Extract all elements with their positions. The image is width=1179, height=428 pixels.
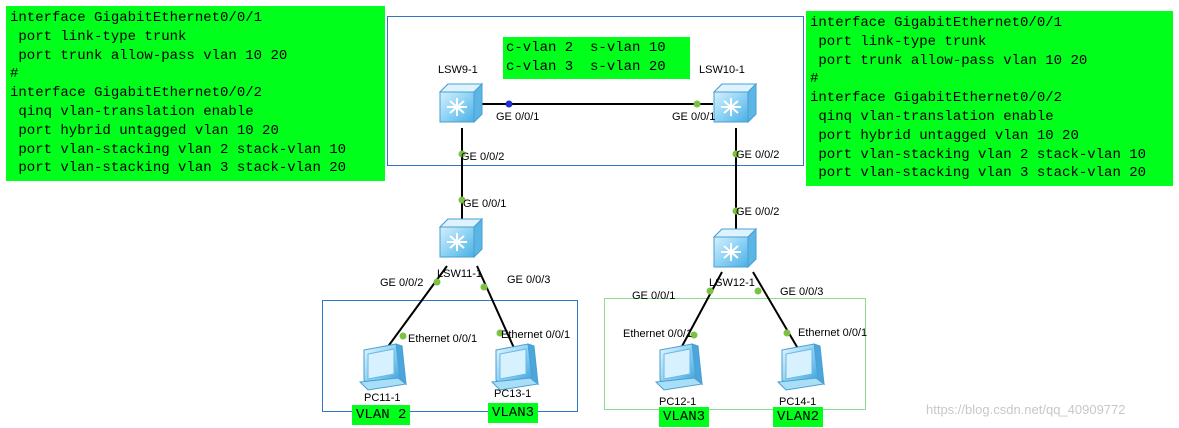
port-dots — [399, 100, 791, 340]
pc14-label: PC14-1 — [779, 396, 817, 408]
pc11-label: PC11-1 — [364, 392, 401, 404]
lsw11-label: LSW11-1 — [437, 268, 483, 280]
port-dot-lsw12-ge003 — [754, 287, 762, 295]
lsw9-label: LSW9-1 — [438, 64, 478, 76]
port-label-lsw9-ge001: GE 0/0/1 — [496, 111, 540, 123]
link-lsw11-pc13 — [476, 265, 515, 349]
port-dot-pc11-eth — [399, 332, 407, 340]
lsw10-label: LSW10-1 — [699, 64, 745, 76]
port-dot-pc12-eth — [690, 331, 698, 339]
vlan-mapping-note: c-vlan 2 s-vlan 10 c-vlan 3 s-vlan 20 — [503, 37, 690, 79]
switch-lsw12-icon — [713, 228, 757, 268]
port-label-pc14-eth: Ethernet 0/0/1 — [798, 327, 868, 339]
port-label-lsw10-ge002: GE 0/0/2 — [736, 149, 780, 161]
pc13-label: PC13-1 — [494, 388, 532, 400]
links — [383, 103, 801, 353]
pc12-icon — [655, 343, 703, 391]
switch-lsw10-icon — [713, 83, 757, 123]
switch-lsw11-icon — [439, 218, 483, 258]
port-label-lsw9-ge002: GE 0/0/2 — [461, 151, 505, 163]
config-block-left: interface GigabitEthernet0/0/1 port link… — [6, 6, 385, 182]
watermark-text: https://blog.csdn.net/qq_40909772 — [926, 402, 1126, 417]
port-label-pc13-eth: Ethernet 0/0/1 — [501, 329, 571, 341]
port-dot-lsw9-ge001 — [505, 100, 513, 108]
pc11-icon — [359, 343, 407, 391]
vlan-tag-pc12: VLAN3 — [659, 407, 710, 427]
switch-lsw9-icon — [439, 83, 483, 123]
config-block-right: interface GigabitEthernet0/0/1 port link… — [806, 11, 1173, 187]
port-dot-lsw12-ge002 — [732, 207, 740, 215]
vlan-tag-pc14: VLAN2 — [773, 407, 824, 427]
link-lsw12-pc14 — [752, 271, 801, 353]
pc14-icon — [777, 343, 825, 391]
port-label-pc11-eth: Ethernet 0/0/1 — [408, 333, 478, 345]
port-dot-lsw11-ge003 — [480, 283, 488, 291]
vlan-tag-pc13: VLAN3 — [488, 403, 539, 423]
port-dot-lsw10-ge001 — [693, 100, 701, 108]
site-a-group-box — [322, 300, 578, 412]
site-b-group-box — [604, 298, 866, 410]
port-dot-pc13-eth — [496, 329, 504, 337]
port-dot-lsw11-ge001 — [458, 196, 466, 204]
port-label-lsw12-ge002: GE 0/0/2 — [736, 206, 780, 218]
link-lsw12-pc12 — [679, 271, 723, 351]
port-label-lsw12-ge003: GE 0/0/3 — [780, 286, 824, 298]
port-label-pc12-eth: Ethernet 0/0/1 — [623, 328, 693, 340]
lsw12-label: LSW12-1 — [709, 277, 755, 289]
port-label-lsw11-ge002: GE 0/0/2 — [380, 277, 424, 289]
vlan-tag-pc11: VLAN 2 — [352, 405, 411, 425]
port-label-lsw10-ge001: GE 0/0/1 — [672, 111, 716, 123]
core-group-box — [387, 16, 804, 166]
port-dot-pc14-eth — [783, 329, 791, 337]
port-dot-lsw10-ge002 — [732, 150, 740, 158]
pc12-label: PC12-1 — [659, 396, 697, 408]
port-label-lsw11-ge001: GE 0/0/1 — [463, 198, 507, 210]
port-label-lsw12-ge001: GE 0/0/1 — [632, 290, 676, 302]
pc13-icon — [491, 343, 539, 391]
port-dot-lsw11-ge002 — [433, 278, 441, 286]
port-dot-lsw9-ge002 — [458, 150, 466, 158]
port-label-lsw11-ge003: GE 0/0/3 — [507, 274, 551, 286]
port-dot-lsw12-ge001 — [706, 287, 714, 295]
